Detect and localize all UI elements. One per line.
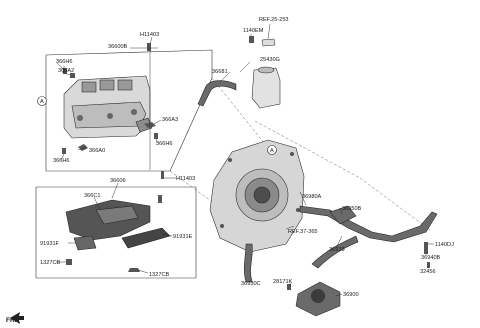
- coolant-hoses-right: [243, 205, 438, 283]
- label-36600b: 36600B: [108, 44, 128, 50]
- callout-a-circle: [37, 96, 47, 106]
- label-36933: 36933: [329, 247, 345, 253]
- label-91931e: 91931E: [173, 234, 193, 240]
- label-91931f: 91931F: [40, 241, 60, 247]
- label-1140em: 1140EM: [243, 28, 264, 34]
- label-36950b: 36950B: [342, 206, 362, 212]
- label-h11403-top: H11403: [140, 32, 159, 38]
- front-arrow-icon: [10, 312, 24, 324]
- label-36681: 36681: [212, 69, 228, 75]
- label-36930c: 36930C: [241, 281, 261, 287]
- water-pump: [295, 281, 341, 317]
- label-32456: 32456: [420, 269, 436, 275]
- label-1327cb-a: 1327CB: [40, 260, 60, 266]
- label-366a0: 366A0: [89, 148, 105, 154]
- bolt-1140em: [249, 36, 254, 43]
- bracket-assembly: [65, 171, 171, 272]
- label-366a3: 366A3: [162, 117, 178, 123]
- inverter-frame: [45, 49, 213, 172]
- label-366c1: 366C1: [84, 193, 100, 199]
- label-ref-25-253: REF.25-253: [259, 17, 289, 23]
- coolant-reservoir: [197, 66, 281, 109]
- label-28171k: 28171K: [273, 279, 293, 285]
- label-callout-a2: A: [270, 148, 274, 154]
- label-ref-37-365: REF.37-365: [288, 229, 318, 235]
- bracket-frame: [35, 186, 197, 279]
- label-25430g: 25430G: [260, 57, 280, 63]
- motor-housing: [209, 139, 305, 253]
- reservoir-cap: [261, 38, 276, 47]
- label-36940b: 36940B: [421, 255, 441, 261]
- label-36606: 36606: [110, 178, 126, 184]
- label-366h6-a: 366H6: [56, 59, 72, 65]
- label-callout-a: A: [40, 99, 44, 105]
- callout-a2-circle: [267, 145, 277, 155]
- label-1327cb-b: 1327CB: [149, 272, 169, 278]
- inverter-module: [63, 75, 153, 139]
- label-366h6-c: 366H6: [53, 158, 69, 164]
- fasteners-right: [287, 242, 430, 290]
- label-36900: 36900: [343, 292, 359, 298]
- label-366h6-b: 366H6: [156, 141, 172, 147]
- leader-lines: [56, 23, 434, 297]
- label-36980a: 36980A: [302, 194, 322, 200]
- label-366a2: 366A2: [58, 68, 74, 74]
- label-fr: FR.: [6, 317, 17, 324]
- label-h11403-mid: H11403: [176, 176, 195, 182]
- label-1140dj: 1140DJ: [435, 242, 454, 248]
